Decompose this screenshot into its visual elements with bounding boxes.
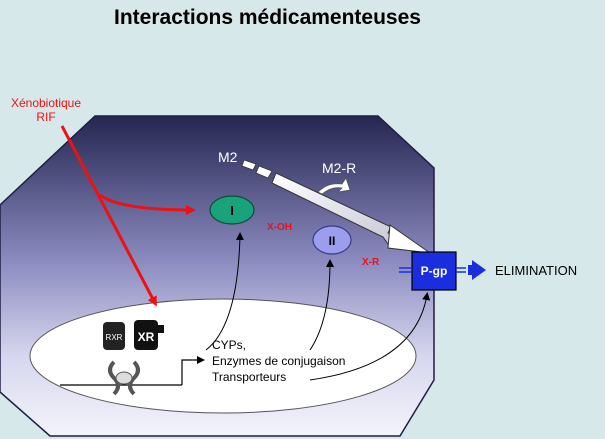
rif-label: RIF (36, 110, 55, 124)
induction-arrow-phase1 (205, 232, 244, 351)
pgp-label: P-gp (421, 264, 448, 278)
pgp-output-lines (456, 267, 466, 273)
elimination-arrow (468, 260, 486, 280)
phase2-enzyme (312, 225, 352, 255)
target-genes-line3: Transporteurs (212, 370, 286, 384)
transcription-arrow (181, 356, 205, 385)
elimination-label: ELIMINATION (495, 263, 577, 278)
phase1-label: I (230, 203, 234, 218)
induction-arrow-pgp (309, 292, 431, 381)
xoh-label: X-OH (267, 222, 292, 233)
rxr-label: RXR (106, 333, 123, 342)
rxr-receptor (103, 322, 125, 350)
m2-label: M2 (218, 149, 238, 165)
inducer-arrow-nucleus (60, 125, 157, 307)
xenobiotic-label: Xénobiotique (11, 96, 81, 110)
pgp-input-lines (399, 267, 412, 273)
phase1-enzyme (209, 195, 255, 225)
m2-transport-arrow (241, 159, 431, 254)
conjugation-curl-icon (317, 177, 351, 195)
xr-metabolite-label: X-R (362, 257, 380, 268)
pgp-transporter (411, 251, 457, 291)
phase2-label: II (329, 234, 336, 248)
target-genes-line2: Enzymes de conjugaison (212, 354, 345, 368)
xr-label: XR (138, 330, 155, 344)
page-title: Interactions médicamenteuses (114, 6, 421, 29)
target-genes-line1: CYPs, (212, 338, 246, 352)
m2r-label: M2-R (322, 160, 356, 176)
receptor-complex: RXR XR (103, 320, 164, 396)
inducer-arrow-phase1 (99, 193, 196, 215)
induction-arrow-phase2 (309, 259, 334, 351)
xr-receptor (134, 320, 158, 350)
